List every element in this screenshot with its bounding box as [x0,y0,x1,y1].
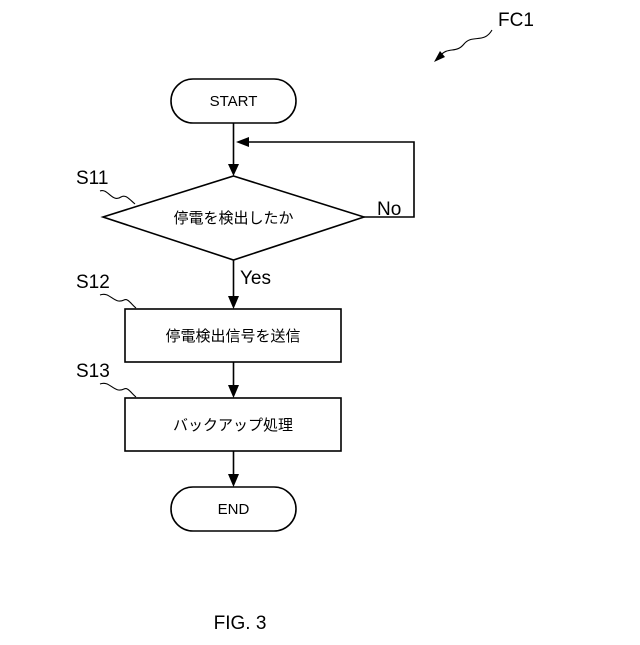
figure-ref-leader [440,30,492,56]
s13-step-leader [100,383,136,397]
s11-step-leader [100,191,135,204]
s12-step-leader [100,294,136,308]
s13-label: バックアップ処理 [173,417,293,434]
yes-label: Yes [240,268,271,289]
figure-ref-label: FC1 [498,10,534,31]
s12-step-label: S12 [76,272,110,293]
s13-step-label: S13 [76,361,110,382]
end-label: END [218,501,250,518]
arrow-s12-to-s13-head [228,385,239,398]
s11-step-label: S11 [76,168,108,189]
no-label: No [377,199,401,220]
s12-label: 停電検出信号を送信 [165,328,300,345]
arrow-s11-to-s12-head [228,296,239,309]
no-loop-arrowhead [236,137,249,147]
start-label: START [210,93,258,110]
s11-label: 停電を検出したか [173,210,293,227]
arrow-s13-to-end-head [228,474,239,487]
figure-caption: FIG. 3 [214,613,267,634]
arrow-start-to-s11-head [228,164,239,176]
